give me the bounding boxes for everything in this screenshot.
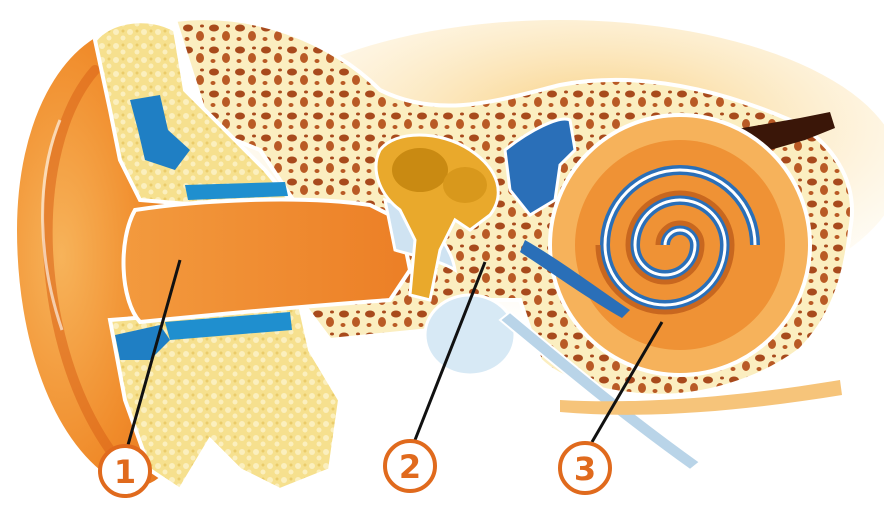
callout-3: 3 [560, 443, 610, 493]
callout-1: 1 [100, 446, 150, 496]
callout-2-label: 2 [399, 448, 421, 486]
callout-3-label: 3 [574, 450, 596, 488]
eustachian-opening [425, 295, 515, 375]
callout-2: 2 [385, 441, 435, 491]
ossicle-body [443, 167, 487, 203]
cochlea [550, 115, 810, 375]
callout-1-label: 1 [114, 453, 136, 491]
ossicle-head [392, 148, 448, 192]
